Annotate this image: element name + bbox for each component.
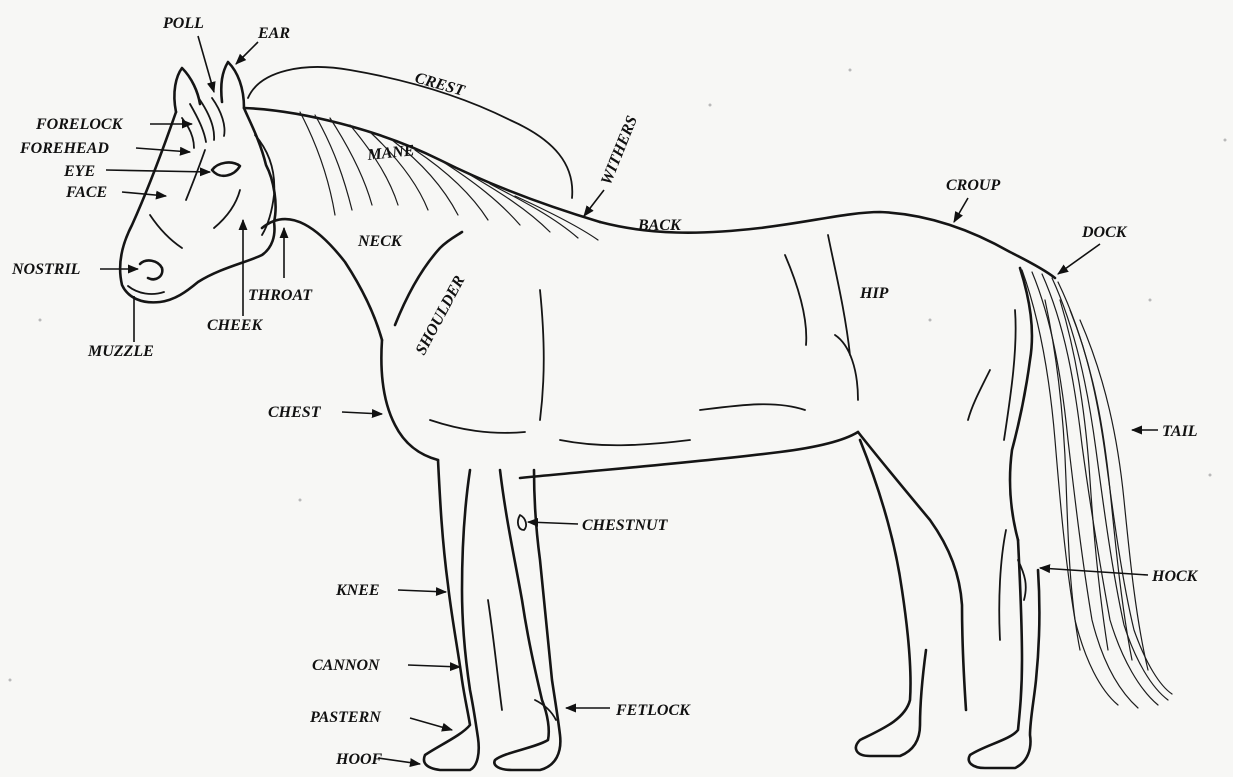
label-throat: THROAT bbox=[248, 287, 313, 304]
label-tail: TAIL bbox=[1162, 423, 1198, 440]
ear-right bbox=[221, 62, 244, 108]
arrow-poll bbox=[198, 36, 214, 92]
front-leg-far bbox=[494, 470, 560, 770]
label-shoulder: SHOULDER bbox=[413, 273, 469, 358]
label-muzzle: MUZZLE bbox=[87, 343, 154, 360]
label-withers: WITHERS bbox=[598, 113, 641, 187]
hind-leg-near-front bbox=[858, 432, 966, 710]
arrow-croup bbox=[954, 198, 968, 222]
label-pastern: PASTERN bbox=[309, 709, 382, 726]
label-cheek: CHEEK bbox=[207, 317, 263, 334]
label-face: FACE bbox=[65, 184, 107, 201]
arrow-eye bbox=[106, 170, 210, 172]
tail-hair bbox=[1022, 270, 1172, 708]
label-hoof: HOOF bbox=[335, 751, 383, 768]
forelock-hair bbox=[182, 98, 225, 148]
jaw-line bbox=[255, 135, 274, 235]
arrow-dock bbox=[1058, 244, 1100, 274]
label-mane: MANE bbox=[366, 142, 416, 164]
arrow-cannon bbox=[408, 665, 460, 667]
muzzle-line bbox=[128, 286, 164, 294]
label-fetlock: FETLOCK bbox=[615, 702, 691, 719]
label-cannon: CANNON bbox=[312, 657, 381, 674]
label-croup: CROUP bbox=[946, 177, 1000, 194]
chest-line bbox=[381, 340, 438, 460]
label-ear: EAR bbox=[257, 25, 290, 42]
body-contours bbox=[430, 235, 1016, 445]
eye-shape bbox=[212, 163, 240, 176]
label-back: BACK bbox=[637, 217, 682, 234]
hind-leg-near bbox=[969, 540, 1040, 768]
label-forehead: FOREHEAD bbox=[19, 140, 109, 157]
neck-top bbox=[244, 108, 600, 222]
head-outline bbox=[120, 108, 275, 302]
label-eye: EYE bbox=[63, 163, 95, 180]
hindquarter-line bbox=[1010, 268, 1032, 540]
hind-leg-far bbox=[856, 440, 926, 756]
arrow-pastern bbox=[410, 718, 452, 730]
arrow-chest bbox=[342, 412, 382, 414]
label-chestnut: CHESTNUT bbox=[582, 517, 669, 534]
front-leg-near bbox=[424, 460, 479, 770]
nostril-shape bbox=[140, 261, 162, 280]
chestnut-mark bbox=[518, 515, 526, 530]
arrow-knee bbox=[398, 590, 446, 592]
label-crest: CREST bbox=[413, 70, 468, 101]
belly-line bbox=[520, 432, 858, 478]
label-neck: NECK bbox=[357, 233, 403, 250]
arrow-withers bbox=[584, 190, 604, 216]
label-chest: CHEST bbox=[268, 404, 322, 421]
mane-hair bbox=[300, 112, 598, 240]
label-knee: KNEE bbox=[335, 582, 380, 599]
label-dock: DOCK bbox=[1081, 224, 1128, 241]
arrow-hoof bbox=[378, 758, 420, 764]
label-hock: HOCK bbox=[1151, 568, 1199, 585]
label-poll: POLL bbox=[162, 15, 204, 32]
label-nostril: NOSTRIL bbox=[11, 261, 81, 278]
label-hip: HIP bbox=[859, 285, 889, 302]
label-forelock: FORELOCK bbox=[35, 116, 124, 133]
face-lines bbox=[150, 150, 240, 248]
arrow-ear bbox=[236, 42, 258, 64]
ear-left bbox=[174, 68, 200, 112]
